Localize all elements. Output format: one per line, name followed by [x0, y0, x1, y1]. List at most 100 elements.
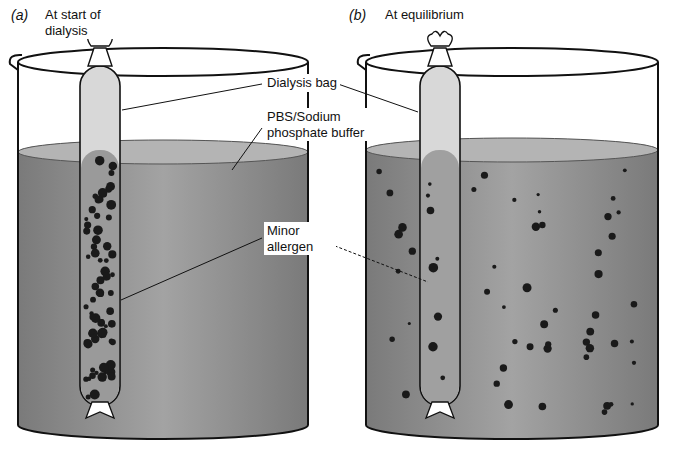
- allergen-particle: [84, 221, 91, 228]
- allergen-particle: [387, 190, 394, 197]
- allergen-particle: [630, 339, 634, 343]
- bag-bottom-tie: [426, 402, 454, 418]
- allergen-particle: [94, 213, 100, 219]
- bag-contents: [421, 150, 459, 405]
- leader-line: [330, 244, 428, 282]
- allergen-particle: [595, 249, 602, 256]
- buffer-liquid: [366, 138, 658, 439]
- allergen-particle: [389, 336, 394, 341]
- allergen-particle: [494, 380, 500, 386]
- allergen-particle: [87, 377, 91, 381]
- liquid-surface: [18, 140, 308, 164]
- allergen-particle: [553, 308, 558, 313]
- allergen-particle: [108, 290, 114, 296]
- beaker-b: [358, 31, 658, 439]
- allergen-particle: [609, 233, 616, 240]
- allergen-particle: [428, 182, 432, 186]
- allergen-particle: [435, 257, 439, 261]
- part-label: PBS/Sodium phosphate buffer: [264, 108, 374, 141]
- leader-line: [121, 238, 262, 300]
- leader-line: [232, 128, 262, 170]
- bag-tie: [428, 48, 452, 66]
- allergen-particle: [631, 402, 634, 405]
- allergen-particle: [594, 270, 602, 278]
- allergen-particle: [394, 230, 403, 239]
- beaker-rim: [366, 48, 658, 76]
- allergen-particle: [102, 378, 106, 382]
- beaker-rim: [18, 48, 308, 76]
- dialysis-bag: [80, 66, 120, 406]
- allergen-particle: [94, 371, 98, 375]
- bag-contents: [81, 150, 119, 405]
- bag-tie: [88, 48, 112, 66]
- allergen-particle: [540, 320, 548, 328]
- dialysis-bag: [420, 66, 460, 406]
- allergen-particle: [545, 341, 551, 347]
- allergen-particle: [481, 172, 488, 179]
- allergen-particle: [108, 373, 116, 381]
- allergen-particle: [484, 289, 490, 295]
- allergen-particle: [537, 193, 540, 196]
- allergen-particle: [93, 225, 103, 235]
- allergen-particle: [104, 277, 108, 281]
- allergen-particle: [103, 272, 111, 280]
- allergen-particle: [428, 342, 437, 351]
- allergen-particle: [106, 307, 114, 315]
- allergen-particle: [504, 400, 513, 409]
- allergen-particle: [604, 213, 611, 220]
- allergen-particle: [609, 402, 614, 407]
- allergen-particle: [408, 322, 411, 325]
- allergen-particle: [89, 329, 94, 334]
- allergen-particle: [440, 375, 445, 380]
- allergen-particle: [492, 265, 496, 269]
- allergen-particle: [99, 319, 104, 324]
- allergen-particle: [84, 217, 88, 221]
- leader-lines: [121, 84, 428, 300]
- allergen-particle: [502, 305, 506, 309]
- panel-caption: At start of dialysis: [42, 6, 138, 39]
- allergen-particle: [103, 242, 111, 250]
- allergen-particle: [426, 194, 430, 198]
- allergen-particle: [106, 215, 112, 221]
- allergen-particle: [104, 258, 109, 263]
- beaker-wall: [366, 62, 658, 439]
- allergen-particle: [376, 169, 381, 174]
- allergen-particle: [429, 263, 439, 273]
- allergen-particle: [409, 248, 416, 255]
- allergen-particle: [104, 324, 108, 328]
- buffer-liquid: [18, 140, 308, 439]
- allergen-particle: [110, 339, 116, 345]
- allergen-particle: [586, 328, 594, 336]
- panel-caption: At equilibrium: [382, 6, 528, 24]
- allergen-particle: [538, 210, 541, 213]
- allergen-particle: [584, 354, 590, 360]
- allergen-particle: [539, 222, 545, 228]
- allergen-particle: [523, 283, 532, 292]
- allergen-particle: [500, 364, 507, 371]
- allergen-particle: [427, 207, 435, 215]
- allergen-particle: [110, 272, 115, 277]
- panel-letter: (b): [346, 6, 369, 25]
- allergen-particle: [90, 297, 96, 303]
- allergen-particle: [109, 162, 117, 170]
- leader-line: [122, 84, 262, 110]
- allergen-particle: [84, 340, 93, 349]
- allergen-particles: [83, 156, 637, 415]
- allergen-particle: [83, 228, 90, 235]
- allergen-particle: [434, 312, 442, 320]
- allergen-particle: [616, 210, 620, 214]
- allergen-particle: [106, 182, 115, 191]
- allergen-particle: [88, 329, 97, 338]
- allergen-particle: [99, 363, 108, 372]
- allergen-particle: [602, 409, 608, 415]
- allergen-particle: [98, 328, 107, 337]
- allergen-particle: [92, 235, 101, 244]
- beaker-spout: [358, 55, 370, 70]
- allergen-particle: [108, 320, 116, 328]
- allergen-particle: [95, 156, 104, 165]
- allergen-particle: [623, 168, 627, 172]
- allergen-particle: [108, 250, 116, 258]
- part-label: Dialysis bag: [264, 74, 340, 92]
- allergen-particle: [532, 223, 540, 231]
- allergen-particle: [527, 343, 534, 350]
